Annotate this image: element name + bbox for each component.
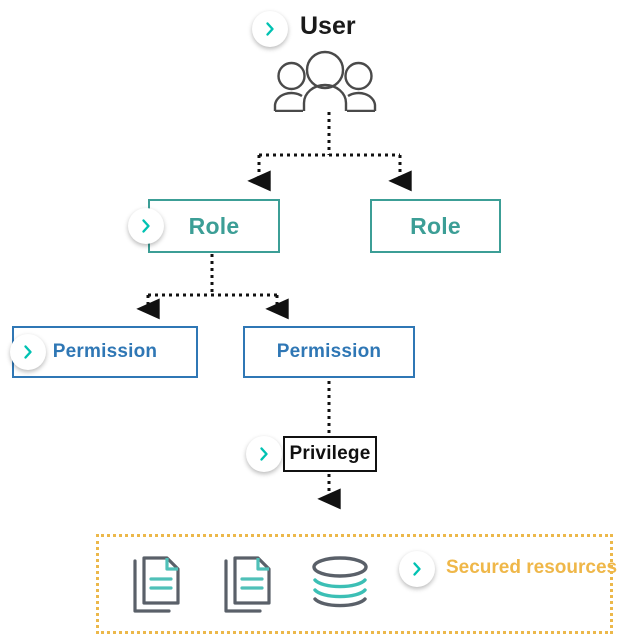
secured-resources-label: Secured resources — [446, 557, 618, 578]
badge-privilege[interactable] — [246, 436, 282, 472]
chevron-right-icon — [260, 447, 268, 461]
connector-user-to-roles — [247, 112, 412, 192]
badge-role[interactable] — [128, 208, 164, 244]
chevron-right-icon — [24, 345, 32, 359]
chevron-right-icon — [266, 22, 274, 36]
page-title: User — [300, 12, 356, 40]
connector-role-to-permissions — [136, 254, 289, 320]
node-privilege-label: Privilege — [289, 443, 371, 464]
chevron-right-icon — [142, 219, 150, 233]
document-icon — [224, 556, 271, 613]
node-privilege[interactable]: Privilege — [283, 436, 377, 472]
badge-permission[interactable] — [10, 334, 46, 370]
chevron-right-icon — [413, 562, 421, 576]
document-icon — [133, 556, 180, 613]
database-icon — [312, 556, 368, 608]
node-role-right[interactable]: Role — [370, 199, 501, 253]
node-permission-right[interactable]: Permission — [243, 326, 415, 378]
badge-secured-resources[interactable] — [399, 551, 435, 587]
people-group-icon — [273, 50, 377, 112]
node-role-left[interactable]: Role — [148, 199, 280, 253]
badge-user[interactable] — [252, 11, 288, 47]
node-permission-left-label: Permission — [52, 341, 158, 362]
node-role-right-label: Role — [410, 212, 461, 239]
node-permission-right-label: Permission — [276, 341, 382, 362]
node-role-left-label: Role — [188, 212, 240, 239]
